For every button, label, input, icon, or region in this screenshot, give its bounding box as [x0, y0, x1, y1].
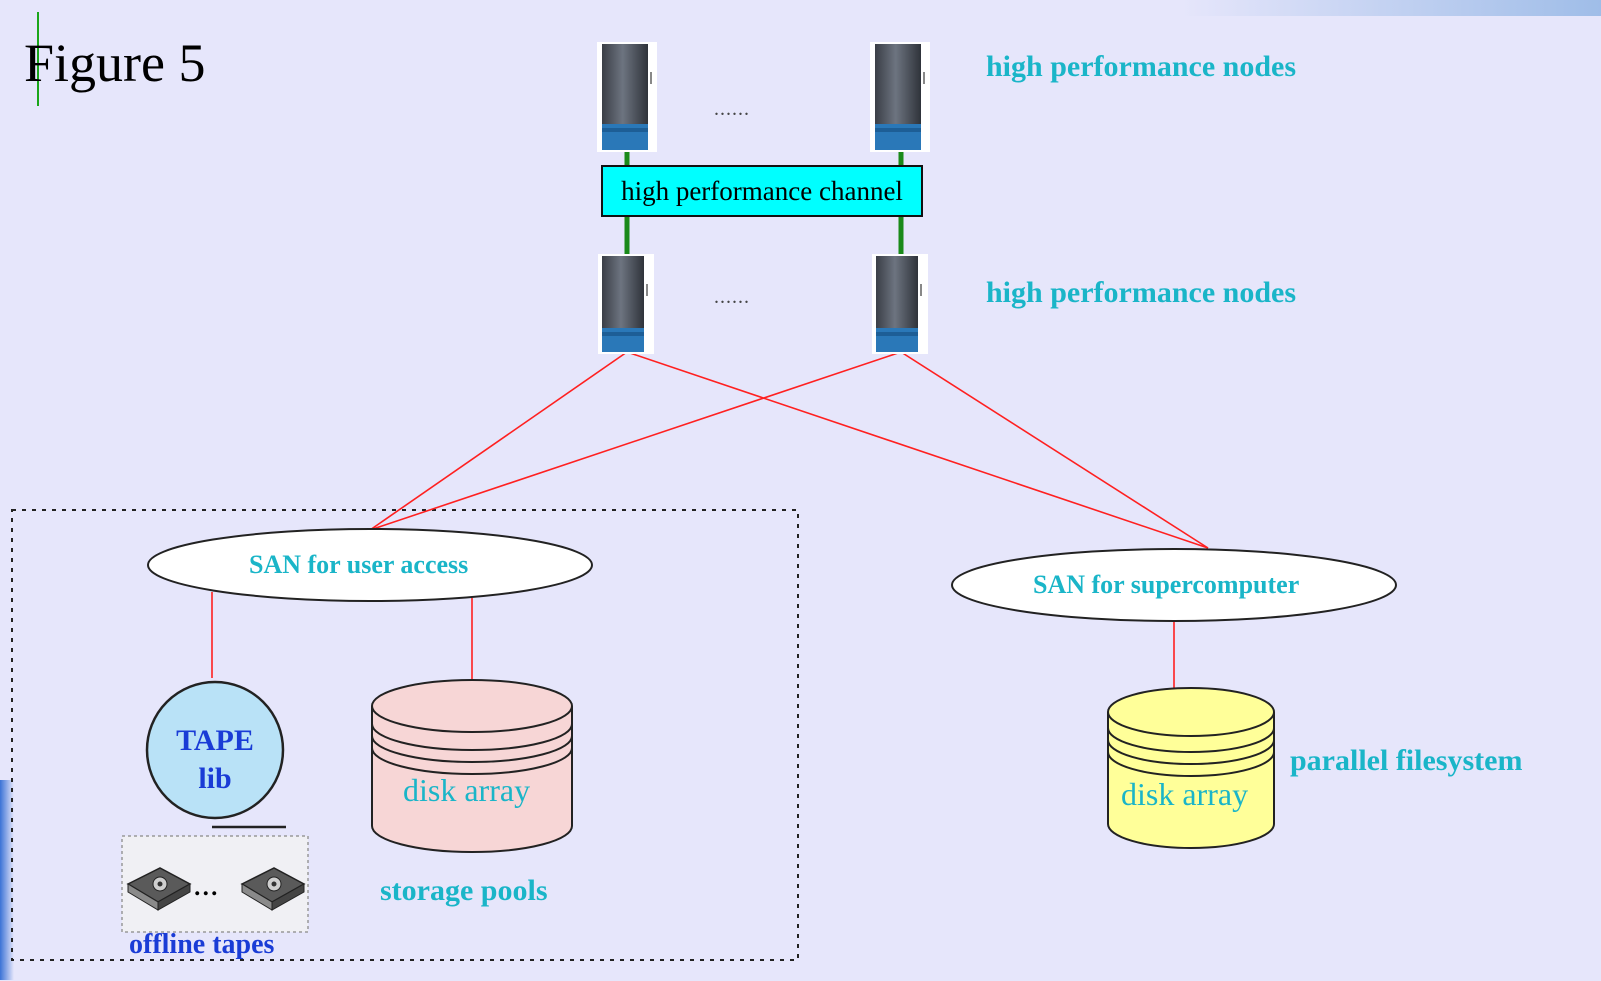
- san-user-access-ellipse: [147, 528, 593, 602]
- tape-lib-line2: lib: [198, 762, 232, 795]
- parallel-disk-label: disk array: [1121, 776, 1249, 812]
- tape-lib-line1: TAPE: [176, 724, 254, 757]
- san-supercomputer-ellipse: [951, 548, 1397, 622]
- figure-title: Figure 5: [24, 33, 206, 93]
- link-node-a-san-super: [626, 351, 1209, 549]
- user-access-boundary: [11, 509, 799, 961]
- tape-cartridge-icon: [240, 867, 306, 911]
- nodes-ellipsis-bottom: ......: [714, 286, 750, 308]
- offline-tapes-ellipsis: ...: [193, 866, 219, 903]
- red-links: [211, 351, 1209, 694]
- server-top-left: [597, 42, 657, 152]
- san-supercomputer-label: SAN for supercomputer: [1033, 570, 1300, 599]
- slide-side-decoration: [0, 780, 14, 980]
- server-bottom-right: [872, 254, 928, 354]
- link-node-b-san-user: [369, 351, 902, 531]
- parallel-filesystem-cylinder: [1107, 687, 1275, 849]
- nodes-label-bottom: high performance nodes: [986, 276, 1296, 309]
- server-top-right: [870, 42, 930, 152]
- storage-pools-caption: storage pools: [380, 874, 548, 907]
- server-bottom-left: [598, 254, 654, 354]
- parallel-filesystem-caption: parallel filesystem: [1290, 744, 1523, 777]
- storage-pool-disk-label: disk array: [403, 772, 531, 808]
- nodes-ellipsis-top: ......: [714, 98, 750, 120]
- green-links: [624, 150, 904, 255]
- offline-tapes-label: offline tapes: [129, 929, 275, 960]
- high-performance-channel: high performance channel: [601, 165, 923, 217]
- link-node-b-san-super: [900, 351, 1209, 549]
- link-node-a-san-user: [369, 351, 628, 531]
- text-cursor-bar: [37, 12, 39, 106]
- storage-pool-cylinder: [371, 679, 573, 853]
- slide-corner-decoration: [1181, 0, 1601, 16]
- tape-lib-circle: [145, 680, 285, 820]
- tape-lib-label: TAPE lib: [147, 722, 283, 798]
- san-user-access-label: SAN for user access: [249, 550, 469, 579]
- tape-cartridge-icon: [126, 867, 192, 911]
- nodes-label-top: high performance nodes: [986, 50, 1296, 83]
